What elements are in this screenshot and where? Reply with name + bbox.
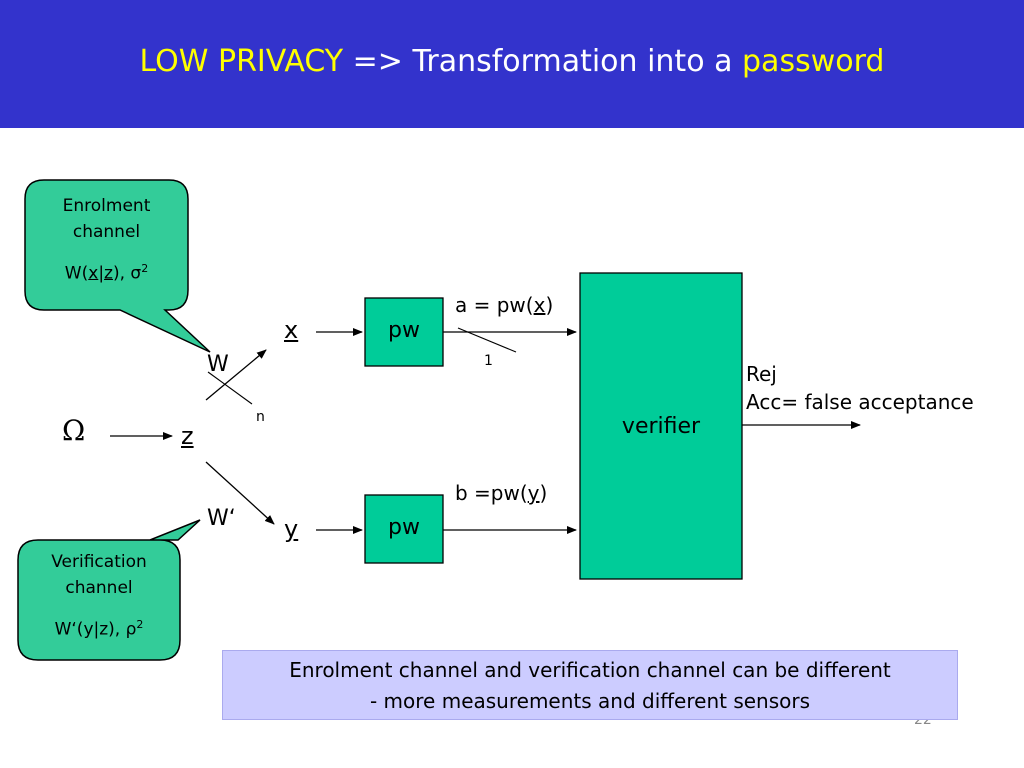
verifier-box: [579, 272, 743, 580]
verification-bubble-shape: [17, 519, 201, 661]
enrolment-formula-bar: |: [98, 263, 105, 284]
enrolment-formula: W(x|z), σ2: [25, 260, 188, 287]
verifier-label: verifier: [621, 414, 701, 439]
pw-top-label: pw: [388, 318, 420, 343]
rej-label: Rej: [746, 362, 777, 386]
slide-title: LOW PRIVACY => Transformation into a pas…: [0, 44, 1024, 79]
a-suffix: ): [545, 293, 554, 317]
a-var: x: [533, 293, 546, 317]
w-label: W: [207, 352, 229, 377]
slash-1: [457, 327, 517, 353]
n-label: n: [256, 409, 265, 425]
enrolment-formula-sup: 2: [141, 261, 149, 275]
w-prime-label: W‘: [207, 506, 236, 531]
note-line1: Enrolment channel and verification chann…: [289, 658, 891, 682]
one-label: 1: [484, 353, 493, 369]
a-equation: a = pw(x): [455, 295, 553, 315]
title-low-privacy: LOW PRIVACY: [139, 44, 344, 79]
enrolment-formula-prefix: W(: [64, 263, 89, 284]
pw-box-bottom: [364, 494, 444, 564]
verification-formula: W‘(y|z), ρ2: [18, 616, 180, 643]
verification-formula-text: W‘(y|z), ρ: [54, 619, 137, 640]
omega-symbol: Ω: [62, 414, 86, 447]
channel-slash-n: [207, 371, 253, 405]
b-var: y: [527, 481, 540, 505]
pw-bottom-label: pw: [388, 515, 420, 540]
verification-line2: channel: [65, 578, 133, 599]
header-bar: [0, 0, 1024, 128]
a-prefix: a = pw(: [455, 293, 534, 317]
x-label: x: [284, 316, 299, 344]
y-label: y: [284, 515, 299, 543]
enrolment-formula-z: z: [104, 263, 113, 284]
z-to-y-arrow: [205, 461, 275, 525]
enrolment-bubble-text: Enrolment channel W(x|z), σ2: [25, 193, 188, 287]
enrolment-line2: channel: [72, 222, 141, 243]
enrolment-line1: Enrolment: [62, 196, 151, 216]
enrolment-formula-x: x: [88, 263, 99, 284]
verification-line1: Verification: [51, 552, 147, 572]
verification-formula-sup: 2: [136, 617, 144, 631]
enrolment-bubble-shape: [24, 179, 211, 353]
z-label: z: [181, 422, 194, 450]
title-password: password: [742, 44, 885, 79]
title-transformation: => Transformation into a: [343, 44, 743, 79]
verification-bubble-text: Verification channel W‘(y|z), ρ2: [18, 549, 180, 643]
enrolment-formula-suffix: ), σ: [112, 263, 142, 284]
acc-label: Acc= false acceptance: [746, 390, 974, 414]
note-line2: - more measurements and different sensor…: [369, 689, 811, 713]
note-box: Enrolment channel and verification chann…: [222, 650, 958, 720]
b-prefix: b =pw(: [455, 481, 528, 505]
b-suffix: ): [539, 481, 548, 505]
z-to-x-arrow: [205, 349, 267, 401]
pw-box-top: [364, 297, 444, 367]
b-equation: b =pw(y): [455, 483, 547, 503]
